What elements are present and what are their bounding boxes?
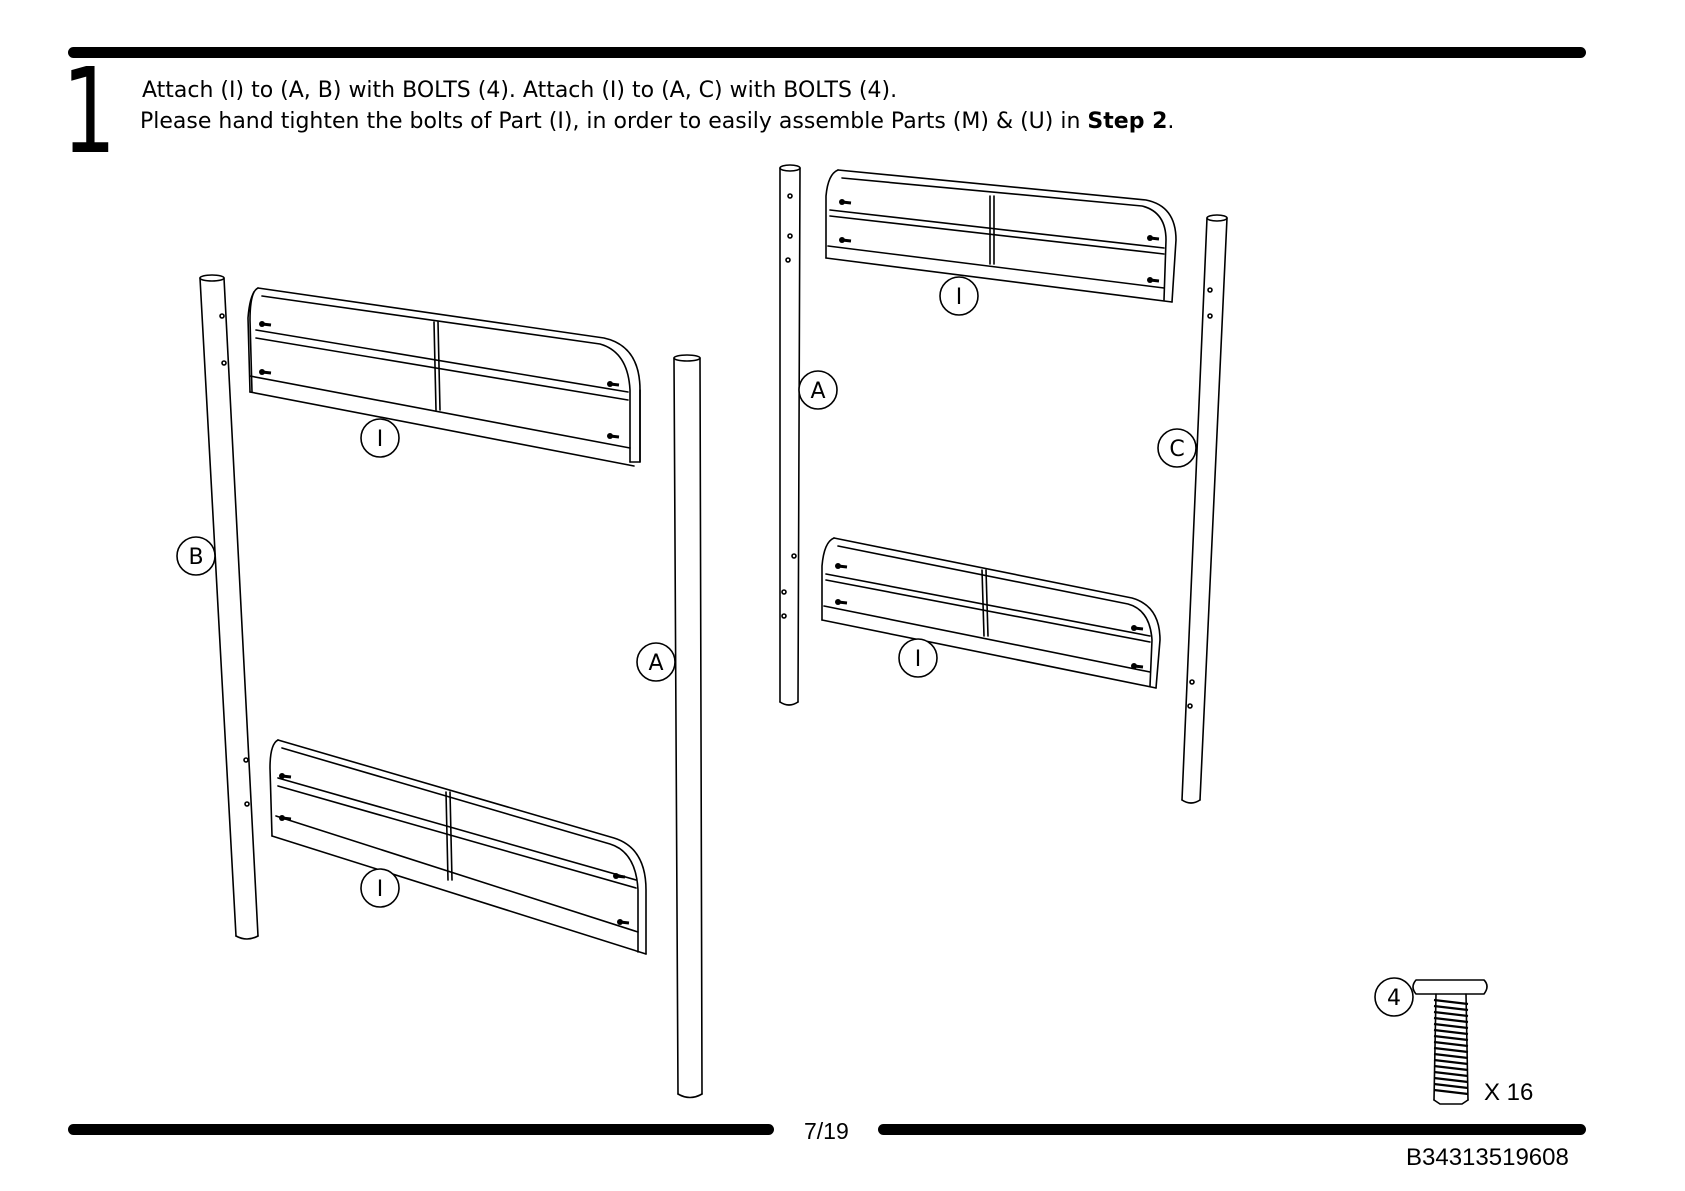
label-i-right-top: I <box>956 285 963 310</box>
panel-i-left-top <box>248 288 640 466</box>
label-c: C <box>1169 437 1184 462</box>
product-code: B34313519608 <box>1406 1144 1569 1172</box>
label-i-left-top: I <box>377 427 384 452</box>
panel-i-right-bottom <box>822 538 1160 688</box>
hardware-part-number: 4 <box>1387 986 1401 1011</box>
post-c <box>1182 215 1227 803</box>
post-a-right <box>780 165 800 705</box>
label-a-left: A <box>648 651 663 676</box>
panel-i-left-bottom <box>270 740 646 954</box>
bolt-threads <box>1434 1000 1468 1094</box>
bottom-rule-right <box>878 1124 1586 1135</box>
page-number: 7/19 <box>804 1118 849 1145</box>
panel-i-right-top <box>826 170 1176 302</box>
label-i-left-bottom: I <box>377 877 384 902</box>
post-a-left <box>674 355 702 1098</box>
bottom-rule-left <box>68 1124 774 1135</box>
label-i-right-bottom: I <box>915 647 922 672</box>
label-b: B <box>188 545 203 570</box>
hardware-quantity: X 16 <box>1484 1079 1533 1106</box>
label-a-right: A <box>810 379 825 404</box>
